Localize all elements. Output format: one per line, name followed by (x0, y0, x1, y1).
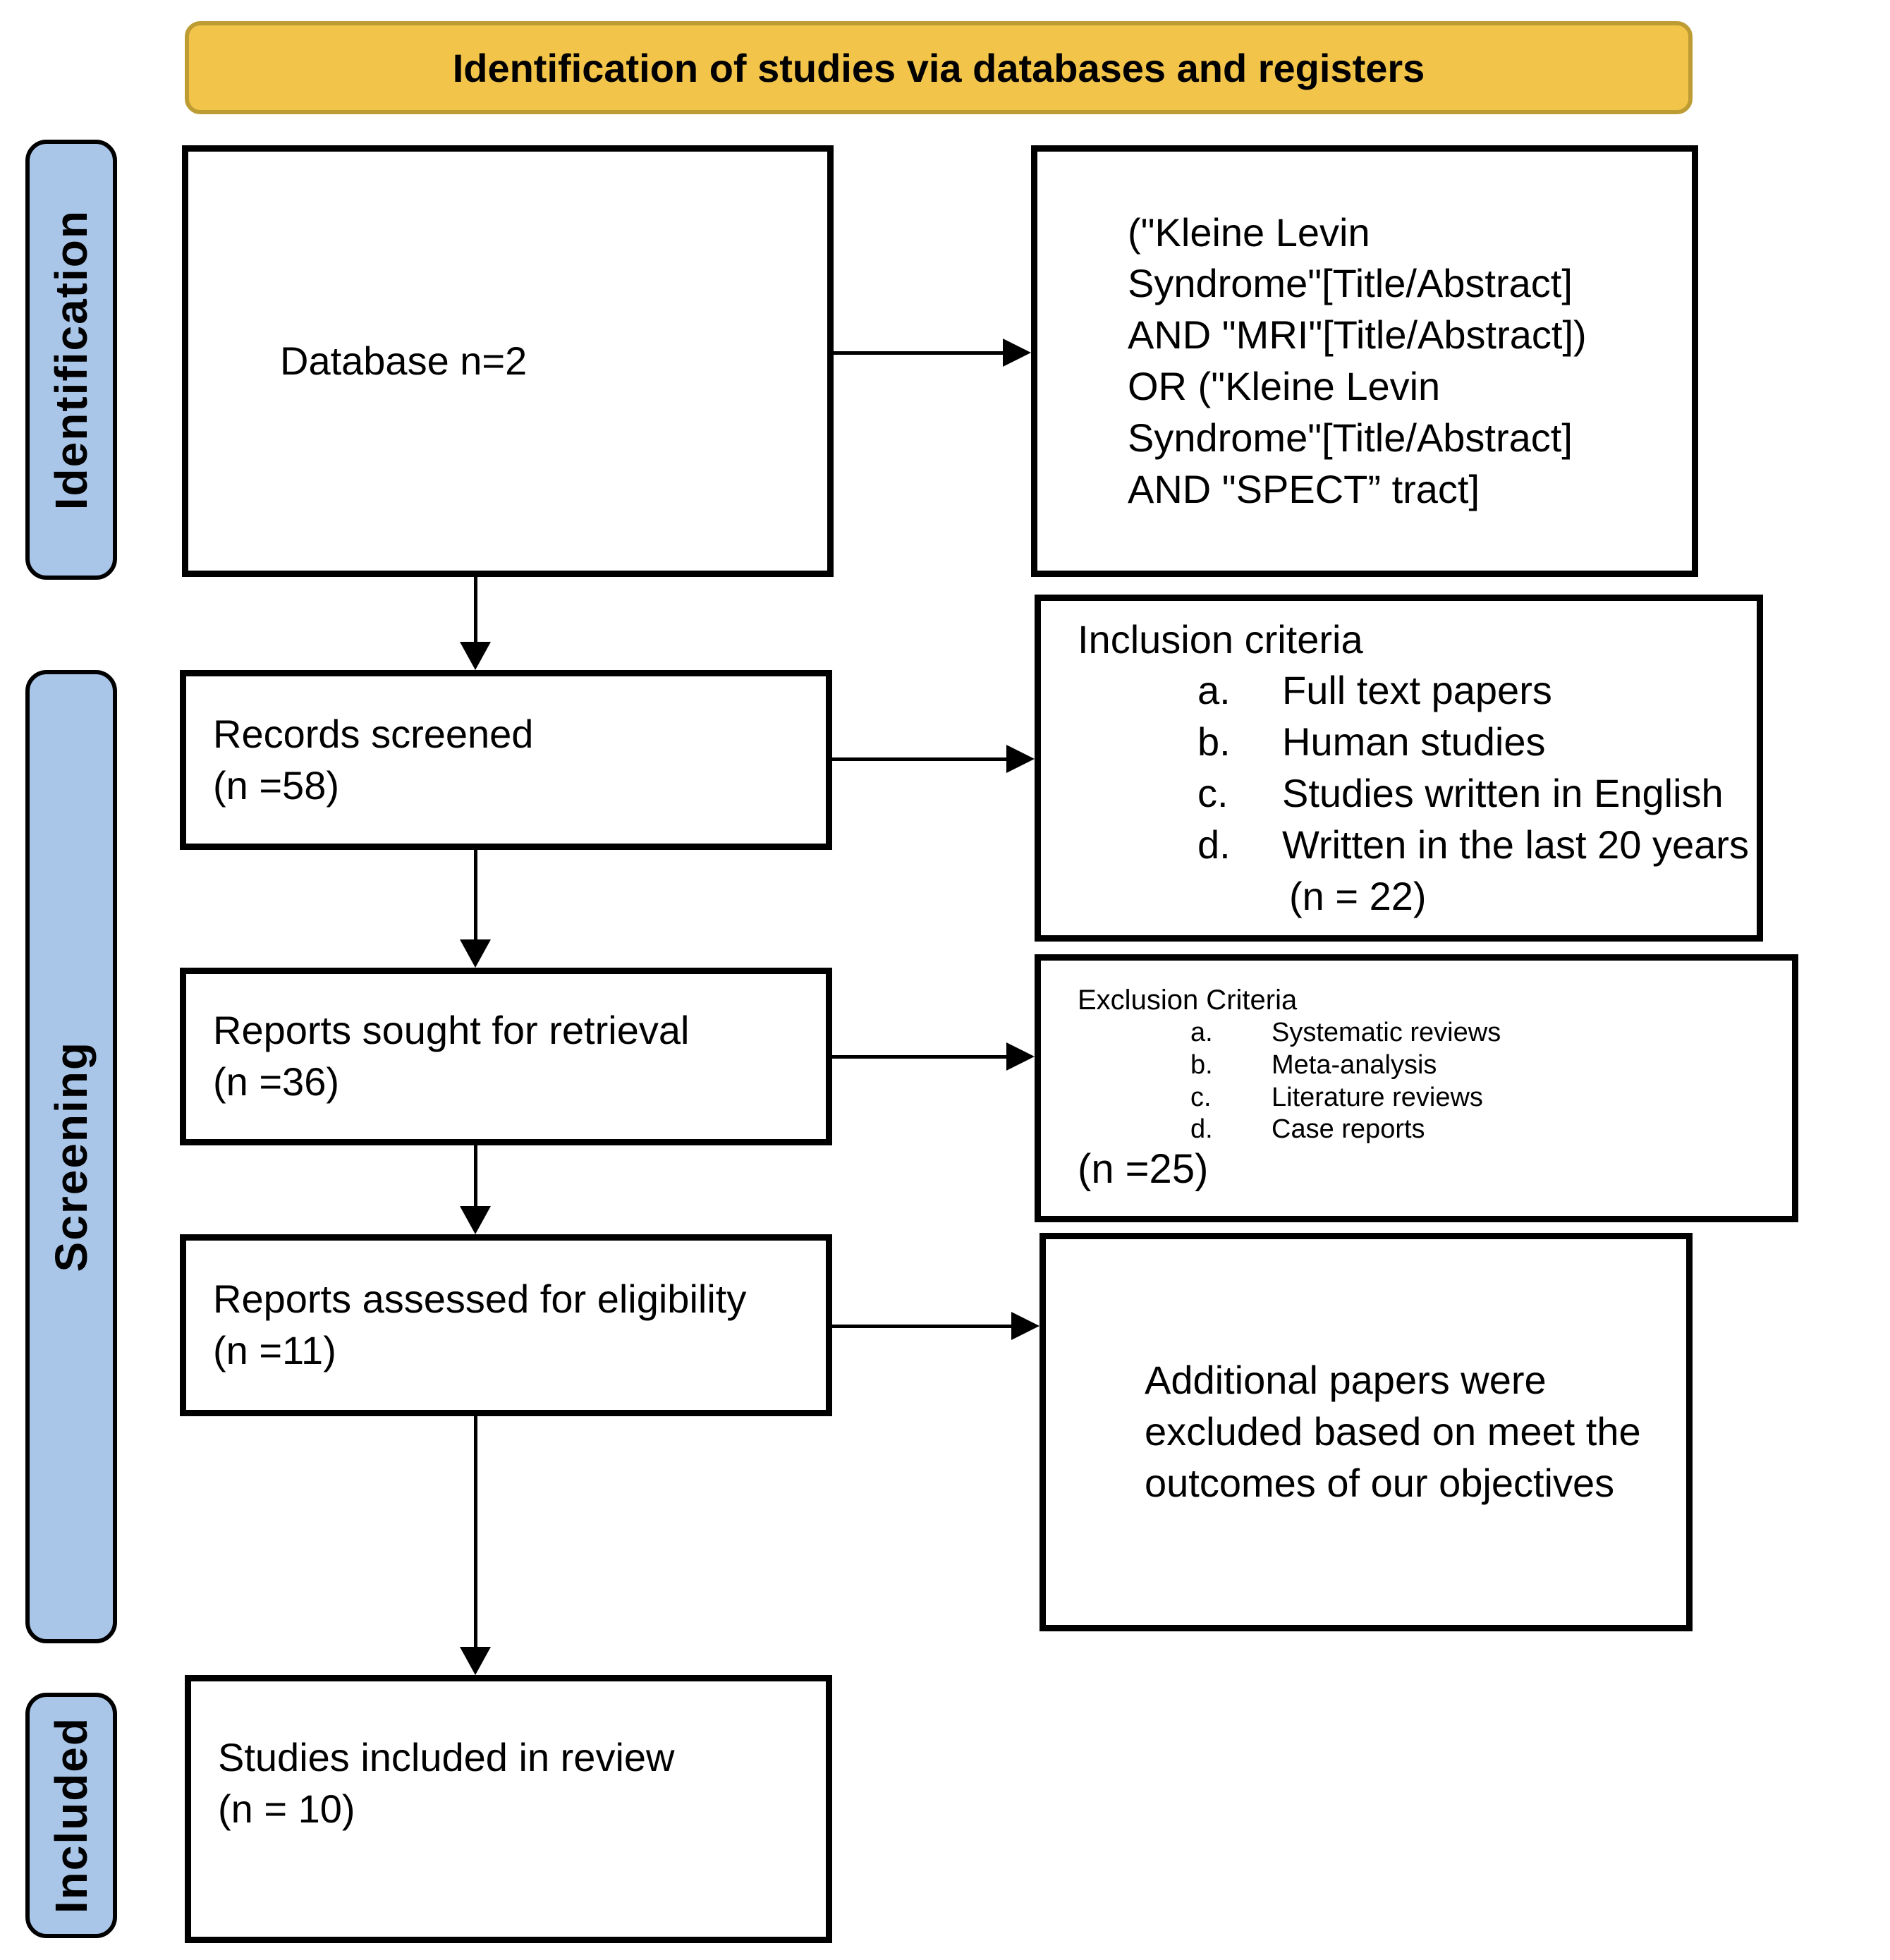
box-studies-included-count: (n = 10) (218, 1786, 355, 1831)
inclusion-title: Inclusion criteria (1078, 616, 1363, 662)
box-search-query: ("Kleine Levin Syndrome"[Title/Abstract]… (1031, 145, 1698, 577)
box-exclusion-criteria: Exclusion Criteria a. Systematic reviews… (1035, 954, 1798, 1222)
box-reports-assessed: Reports assessed for eligibility (n =11) (180, 1234, 832, 1416)
box-reports-assessed-title: Reports assessed for eligibility (213, 1277, 747, 1322)
box-studies-included: Studies included in review (n = 10) (185, 1675, 832, 1943)
query-line: ("Kleine Levin (1128, 209, 1370, 255)
inclusion-item-text: Human studies (1282, 719, 1546, 765)
stage-label-screening: Screening (25, 670, 117, 1643)
stage-label-identification-text: Identification (46, 209, 97, 511)
inclusion-item: d. Written in the last 20 years (1078, 820, 1757, 871)
inclusion-item-text: Studies written in English (1282, 771, 1724, 815)
arrow-head-right-icon (1006, 745, 1035, 773)
exclusion-item-text: Literature reviews (1272, 1082, 1483, 1112)
additional-excluded-line: Additional papers were (1145, 1358, 1547, 1403)
arrow-line (832, 1325, 1013, 1328)
exclusion-item: c. Literature reviews (1078, 1082, 1792, 1114)
arrow-head-right-icon (1011, 1312, 1040, 1340)
exclusion-item-marker: a. (1190, 1018, 1213, 1048)
box-reports-sought-title: Reports sought for retrieval (213, 1008, 690, 1053)
arrow-line (832, 757, 1008, 761)
query-line: OR ("Kleine Levin (1128, 364, 1441, 408)
arrow-head-down-icon (460, 1206, 491, 1234)
arrow-line (474, 1416, 477, 1648)
inclusion-item-text: Written in the last 20 years (1282, 822, 1749, 867)
box-database: Database n=2 (182, 145, 834, 577)
box-records-screened-count: (n =58) (213, 762, 339, 808)
box-inclusion-criteria: Inclusion criteria a. Full text papers b… (1035, 595, 1763, 942)
stage-label-included-text: Included (46, 1717, 97, 1914)
exclusion-item-text: Case reports (1272, 1114, 1425, 1145)
box-additional-excluded: Additional papers were excluded based on… (1040, 1233, 1693, 1631)
stage-label-identification: Identification (25, 140, 117, 580)
exclusion-item-text: Meta-analysis (1272, 1050, 1437, 1081)
inclusion-item-text: Full text papers (1282, 668, 1552, 713)
arrow-head-down-icon (460, 939, 491, 968)
query-line: Syndrome"[Title/Abstract] (1128, 415, 1573, 460)
arrow-line (474, 577, 477, 643)
banner-title: Identification of studies via databases … (452, 45, 1425, 90)
arrow-line (474, 850, 477, 941)
arrow-head-down-icon (460, 642, 491, 670)
exclusion-count: (n =25) (1078, 1145, 1209, 1192)
box-reports-sought-count: (n =36) (213, 1059, 339, 1104)
exclusion-item-marker: d. (1190, 1114, 1213, 1145)
banner: Identification of studies via databases … (185, 21, 1693, 114)
inclusion-item: a. Full text papers (1078, 665, 1757, 717)
box-studies-included-title: Studies included in review (218, 1735, 675, 1779)
box-reports-assessed-count: (n =11) (213, 1328, 336, 1372)
arrow-head-right-icon (1006, 1042, 1035, 1071)
query-line: Syndrome"[Title/Abstract] (1128, 261, 1573, 306)
exclusion-item-marker: c. (1190, 1082, 1212, 1112)
inclusion-item: c. Studies written in English (1078, 768, 1757, 820)
stage-label-screening-text: Screening (46, 1041, 97, 1272)
exclusion-item-text: Systematic reviews (1272, 1018, 1501, 1048)
arrow-head-right-icon (1003, 339, 1031, 367)
arrow-line (474, 1145, 477, 1207)
arrow-line (832, 1055, 1008, 1059)
exclusion-item-marker: b. (1190, 1050, 1213, 1081)
query-line: AND "SPECT” tract] (1128, 466, 1480, 511)
additional-excluded-line: outcomes of our objectives (1145, 1460, 1615, 1505)
query-line: AND "MRI"[Title/Abstract]) (1128, 312, 1587, 358)
box-records-screened: Records screened (n =58) (180, 670, 832, 850)
arrow-line (834, 351, 1006, 355)
additional-excluded-line: excluded based on meet the (1145, 1409, 1641, 1454)
exclusion-item: d. Case reports (1078, 1114, 1792, 1146)
box-database-label: Database n=2 (280, 338, 528, 383)
stage-label-included: Included (25, 1693, 117, 1938)
inclusion-item-marker: b. (1197, 719, 1231, 765)
inclusion-item: b. Human studies (1078, 717, 1757, 768)
box-records-screened-title: Records screened (213, 711, 534, 756)
exclusion-item: b. Meta-analysis (1078, 1049, 1792, 1082)
inclusion-item-marker: a. (1197, 668, 1231, 713)
exclusion-title: Exclusion Criteria (1078, 985, 1298, 1016)
inclusion-item-marker: c. (1197, 771, 1228, 815)
exclusion-item: a. Systematic reviews (1078, 1017, 1792, 1049)
inclusion-item-marker: d. (1197, 822, 1231, 867)
inclusion-count: (n = 22) (1289, 873, 1427, 918)
arrow-head-down-icon (460, 1647, 491, 1675)
box-reports-sought: Reports sought for retrieval (n =36) (180, 968, 832, 1145)
